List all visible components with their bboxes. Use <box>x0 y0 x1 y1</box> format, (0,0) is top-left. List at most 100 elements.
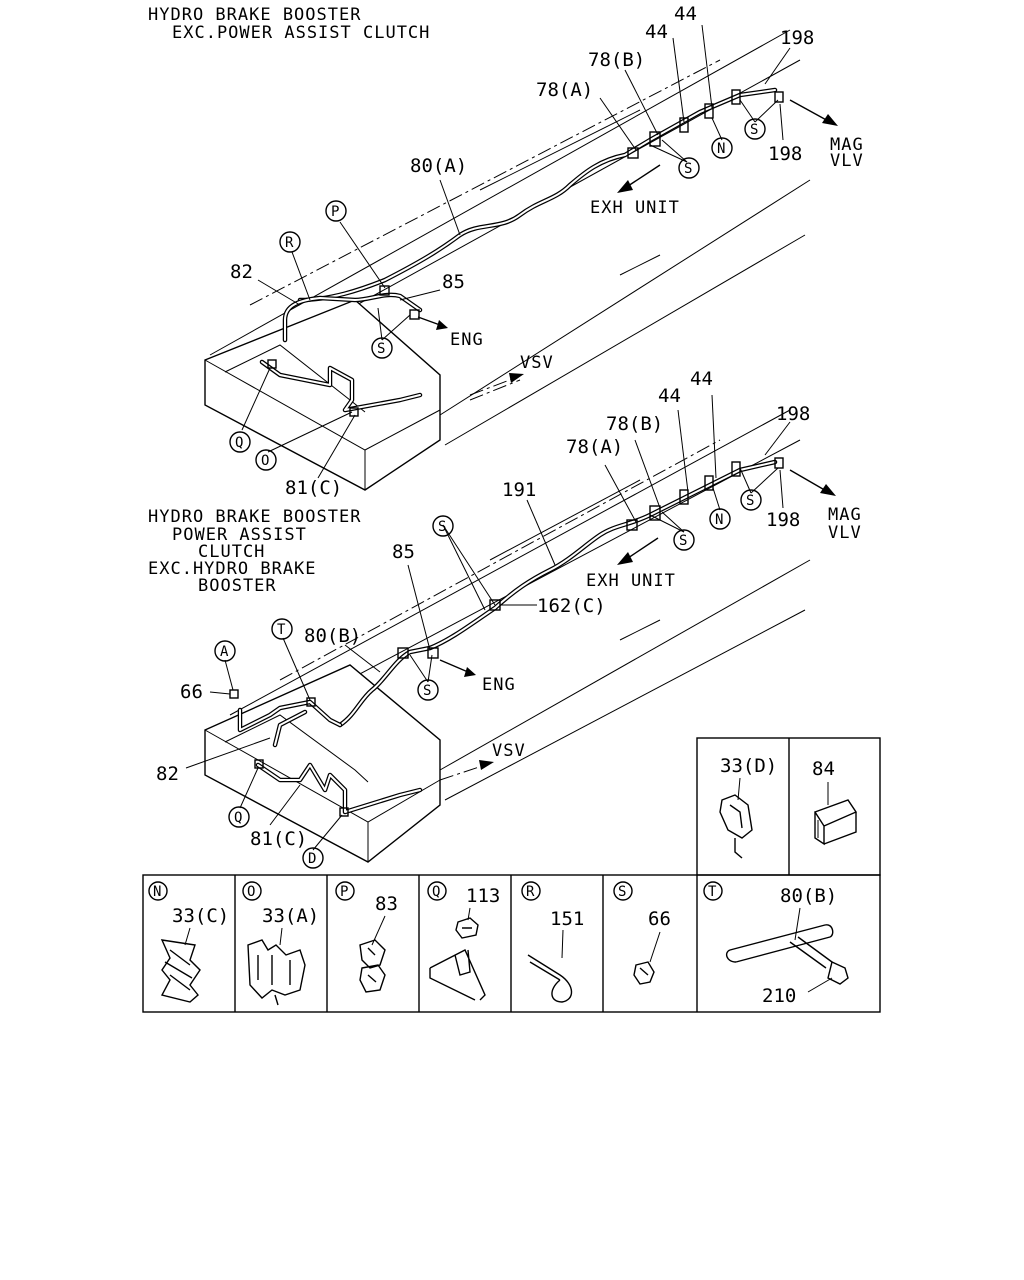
callout-d: D <box>302 847 324 869</box>
top-pipe-80a <box>297 87 778 303</box>
top-rail-line <box>479 109 641 191</box>
top-label-mag: MAG <box>830 135 864 155</box>
top-label-44: 44 <box>645 21 668 43</box>
leader <box>291 251 311 301</box>
bottom-label-78a: 78(A) <box>566 436 623 458</box>
bottom-clamp <box>427 647 439 659</box>
callout-badge <box>335 881 355 901</box>
bottom-rail-line <box>489 479 641 561</box>
part-number: 33(D) <box>720 755 777 777</box>
top-label-vlv: VLV <box>830 151 864 171</box>
leader <box>764 421 791 456</box>
leader <box>711 394 717 479</box>
arrow-line <box>469 377 516 396</box>
top-title: HYDRO BRAKE BOOSTER EXC.POWER ASSIST CLU… <box>148 5 429 43</box>
cap-210-icon <box>827 961 849 985</box>
leader <box>649 931 661 963</box>
bottom-label-198: 198 <box>776 403 810 425</box>
callout-t: T <box>271 618 293 640</box>
callout-letter: N <box>153 884 161 900</box>
leader <box>209 691 231 695</box>
svg-text:P: P <box>331 204 339 220</box>
leader <box>184 927 191 946</box>
top-centerline <box>249 59 721 306</box>
callout-s: S <box>371 337 393 359</box>
top-label-78a: 78(A) <box>536 79 593 101</box>
top-rail-line <box>439 179 811 416</box>
top-clamp <box>774 91 784 103</box>
leader <box>794 907 801 941</box>
top-label-198: 198 <box>768 143 802 165</box>
band-151-icon <box>527 954 573 1003</box>
top-label-eng: ENG <box>450 330 484 350</box>
leader <box>764 47 791 85</box>
bottom-label-162c: 162(C) <box>537 595 606 617</box>
arrow-head <box>617 552 633 565</box>
callout-letter: Q <box>432 884 440 900</box>
bottom-label-mag: MAG <box>828 505 862 525</box>
callout-p: P <box>325 200 347 222</box>
leader <box>427 654 433 683</box>
top-centerline <box>469 379 521 401</box>
bottom-label-66: 66 <box>180 681 203 703</box>
svg-text:S: S <box>746 493 754 509</box>
leader <box>649 144 688 163</box>
top-pipe-81c <box>259 359 423 413</box>
top-clamp <box>649 131 661 147</box>
leader <box>604 464 637 523</box>
arrow-line <box>417 316 441 326</box>
callout-badge <box>703 881 723 901</box>
arrow-line <box>439 659 469 673</box>
bottom-clamp <box>774 457 784 469</box>
callout-letter: T <box>708 884 717 900</box>
leader <box>185 737 271 769</box>
arrow-head <box>822 114 838 126</box>
part-number: 210 <box>762 985 796 1007</box>
callout-s: S <box>673 529 695 551</box>
leader <box>377 307 383 341</box>
svg-text:Q: Q <box>235 435 243 451</box>
bottom-label-44: 44 <box>658 385 681 407</box>
svg-text:S: S <box>679 533 687 549</box>
callout-n: N <box>709 508 731 530</box>
leader <box>807 977 833 993</box>
top-diagram: 44 44 198 78(B) 78(A) 80(A) 82 85 81(C) … <box>204 3 864 499</box>
bottom-pipe-81c <box>255 762 423 815</box>
leader <box>269 784 301 826</box>
svg-text:S: S <box>377 341 385 357</box>
leader <box>381 314 411 341</box>
bottom-diagram: 44 44 198 78(B) 78(A) 191 162(C) 85 80(B… <box>156 368 862 869</box>
nut-113-icon <box>455 917 479 939</box>
bottom-rail-line <box>444 609 806 801</box>
bottom-title-line-4: EXC.HYDRO BRAKE <box>148 559 317 579</box>
leader <box>224 659 234 691</box>
arrow-line <box>789 469 829 493</box>
leader <box>339 221 386 289</box>
bottom-label-80b: 80(B) <box>304 625 361 647</box>
clip-33c-icon <box>160 939 201 1003</box>
bottom-title-line-1: HYDRO BRAKE BOOSTER <box>148 507 361 527</box>
parts-cell-n: N 33(C) <box>148 881 229 1003</box>
callout-q: Q <box>228 806 250 828</box>
bottom-clamp <box>649 505 661 521</box>
bottom-pipe-191 <box>337 459 778 728</box>
bottom-title-line-2: POWER ASSIST <box>172 525 307 545</box>
arrow-head <box>436 320 448 330</box>
leader <box>279 927 283 946</box>
bottom-label-198: 198 <box>766 509 800 531</box>
part-number: 33(C) <box>172 905 229 927</box>
callout-badge <box>521 881 541 901</box>
callout-a: A <box>214 640 236 662</box>
bottom-label-exh-unit: EXH UNIT <box>586 571 676 591</box>
arrow-line <box>624 537 659 561</box>
grommet-84-icon <box>813 799 858 846</box>
callout-badge <box>148 881 168 901</box>
part-number: 84 <box>812 758 835 780</box>
top-clamp <box>267 359 277 369</box>
bottom-clamp <box>339 807 349 817</box>
leader <box>442 524 486 611</box>
bottom-clamp <box>229 689 239 699</box>
svg-text:D: D <box>308 851 316 867</box>
leader <box>661 139 688 163</box>
top-label-198: 198 <box>780 27 814 49</box>
